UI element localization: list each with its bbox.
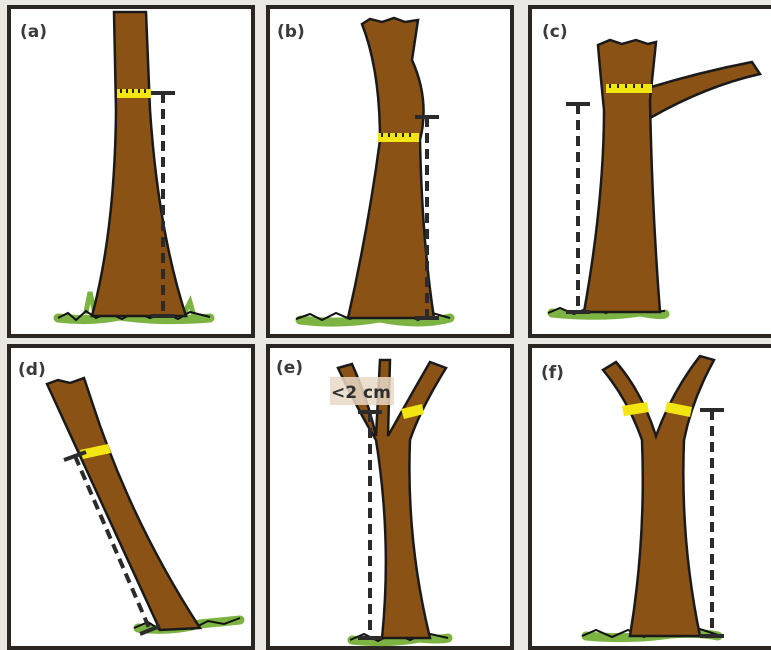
panel-label: (a): [20, 22, 47, 42]
measuring-tape-band: [606, 84, 652, 93]
measuring-tape-band: [117, 89, 151, 98]
fork-gap-annotation: <2 cm: [331, 383, 391, 403]
panel-e: (e) <2 cm: [268, 346, 512, 648]
panel-label: (f): [541, 363, 564, 383]
panel-label: (c): [542, 22, 568, 42]
panel-label: (e): [276, 358, 303, 378]
measuring-tape-band: [378, 133, 419, 142]
panel-c: (c): [530, 7, 771, 336]
panel-d: (d): [9, 346, 253, 648]
panel-label: (d): [18, 360, 46, 380]
panel-label: (b): [277, 22, 305, 42]
panel-b: (b): [268, 7, 512, 336]
panel-f: (f): [530, 346, 771, 648]
panel-a: (a): [9, 7, 253, 336]
panel-frame: [9, 346, 253, 648]
